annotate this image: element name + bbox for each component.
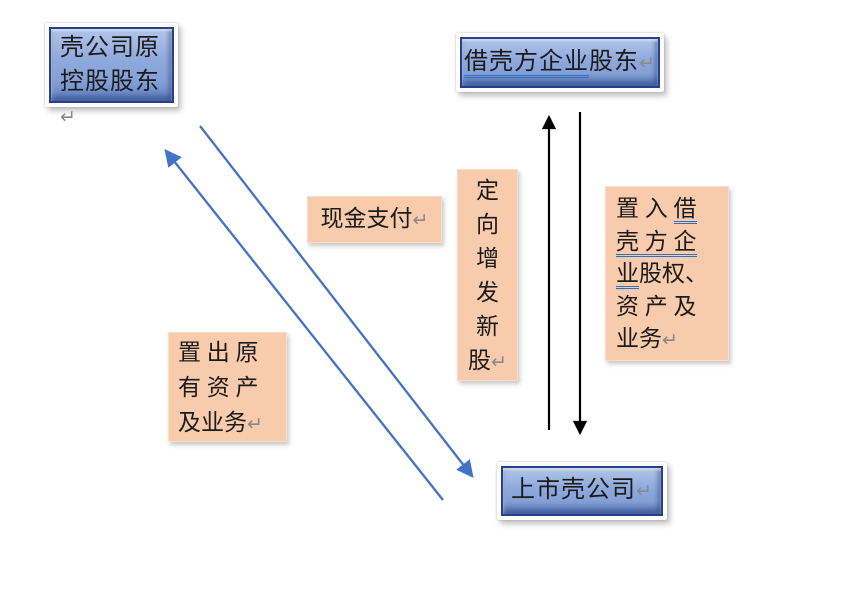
- label-inject-borrower-assets: 置 入 借 壳 方 企 业股权、 资 产 及 业务↵: [605, 186, 729, 361]
- inject-line: 置 入 借: [616, 193, 720, 226]
- shell-original-shareholder-line1: 壳公司原: [60, 35, 160, 61]
- node-listed-shell-company: 上市壳公司↵: [497, 462, 667, 520]
- divest-line: 及业务↵: [178, 410, 263, 435]
- borrower-shareholder-underlined: 借壳方企业: [464, 49, 590, 78]
- directed-issue-char: 新: [476, 314, 499, 339]
- blue-arrow-to-shell-original-shareholder: [164, 148, 444, 501]
- blue-arrow-to-listed-shell: [199, 125, 474, 479]
- node-borrower-shareholder: 借壳方企业股东↵: [456, 33, 664, 92]
- return-mark: ↵: [662, 329, 678, 351]
- inject-underlined: 业: [616, 261, 639, 289]
- return-mark: ↵: [247, 413, 263, 435]
- return-mark: ↵: [491, 351, 507, 373]
- return-mark: ↵: [60, 106, 77, 128]
- inject-underlined: 借: [673, 196, 697, 224]
- node-borrower-shareholder-body: 借壳方企业股东↵: [460, 37, 660, 88]
- divest-line: 有 资 产: [178, 375, 259, 400]
- inject-underlined: 壳 方 企: [616, 228, 697, 257]
- directed-issue-char: 股↵: [468, 348, 507, 373]
- label-directed-share-issuance: 定 向 增 发 新 股↵: [457, 169, 518, 381]
- return-mark: ↵: [412, 209, 429, 231]
- divest-line: 置 出 原: [178, 340, 259, 365]
- inject-line: 资 产 及: [616, 293, 697, 319]
- directed-issue-char: 向: [476, 212, 499, 237]
- node-shell-original-shareholder-body: 壳公司原 控股股东↵: [49, 27, 174, 128]
- borrower-shareholder-label: 借壳方企业股东↵: [462, 39, 658, 86]
- label-divest-original-assets: 置 出 原 有 资 产 及业务↵: [168, 332, 287, 442]
- return-mark: ↵: [639, 52, 656, 74]
- listed-shell-label: 上市壳公司↵: [511, 477, 653, 503]
- inject-line: 壳 方 企: [616, 226, 720, 259]
- inject-line: 业股权、: [616, 258, 720, 291]
- directed-issue-char: 定: [476, 178, 499, 203]
- inject-line: 业务↵: [616, 326, 678, 351]
- directed-issue-char: 增: [476, 246, 499, 271]
- shell-original-shareholder-line2: 控股股东↵: [60, 69, 160, 128]
- directed-issue-char: 发: [476, 280, 499, 305]
- node-listed-shell-company-body: 上市壳公司↵: [501, 466, 663, 516]
- node-shell-original-shareholder: 壳公司原 控股股东↵: [45, 23, 178, 128]
- return-mark: ↵: [636, 480, 653, 502]
- label-cash-payment: 现金支付↵: [307, 196, 442, 243]
